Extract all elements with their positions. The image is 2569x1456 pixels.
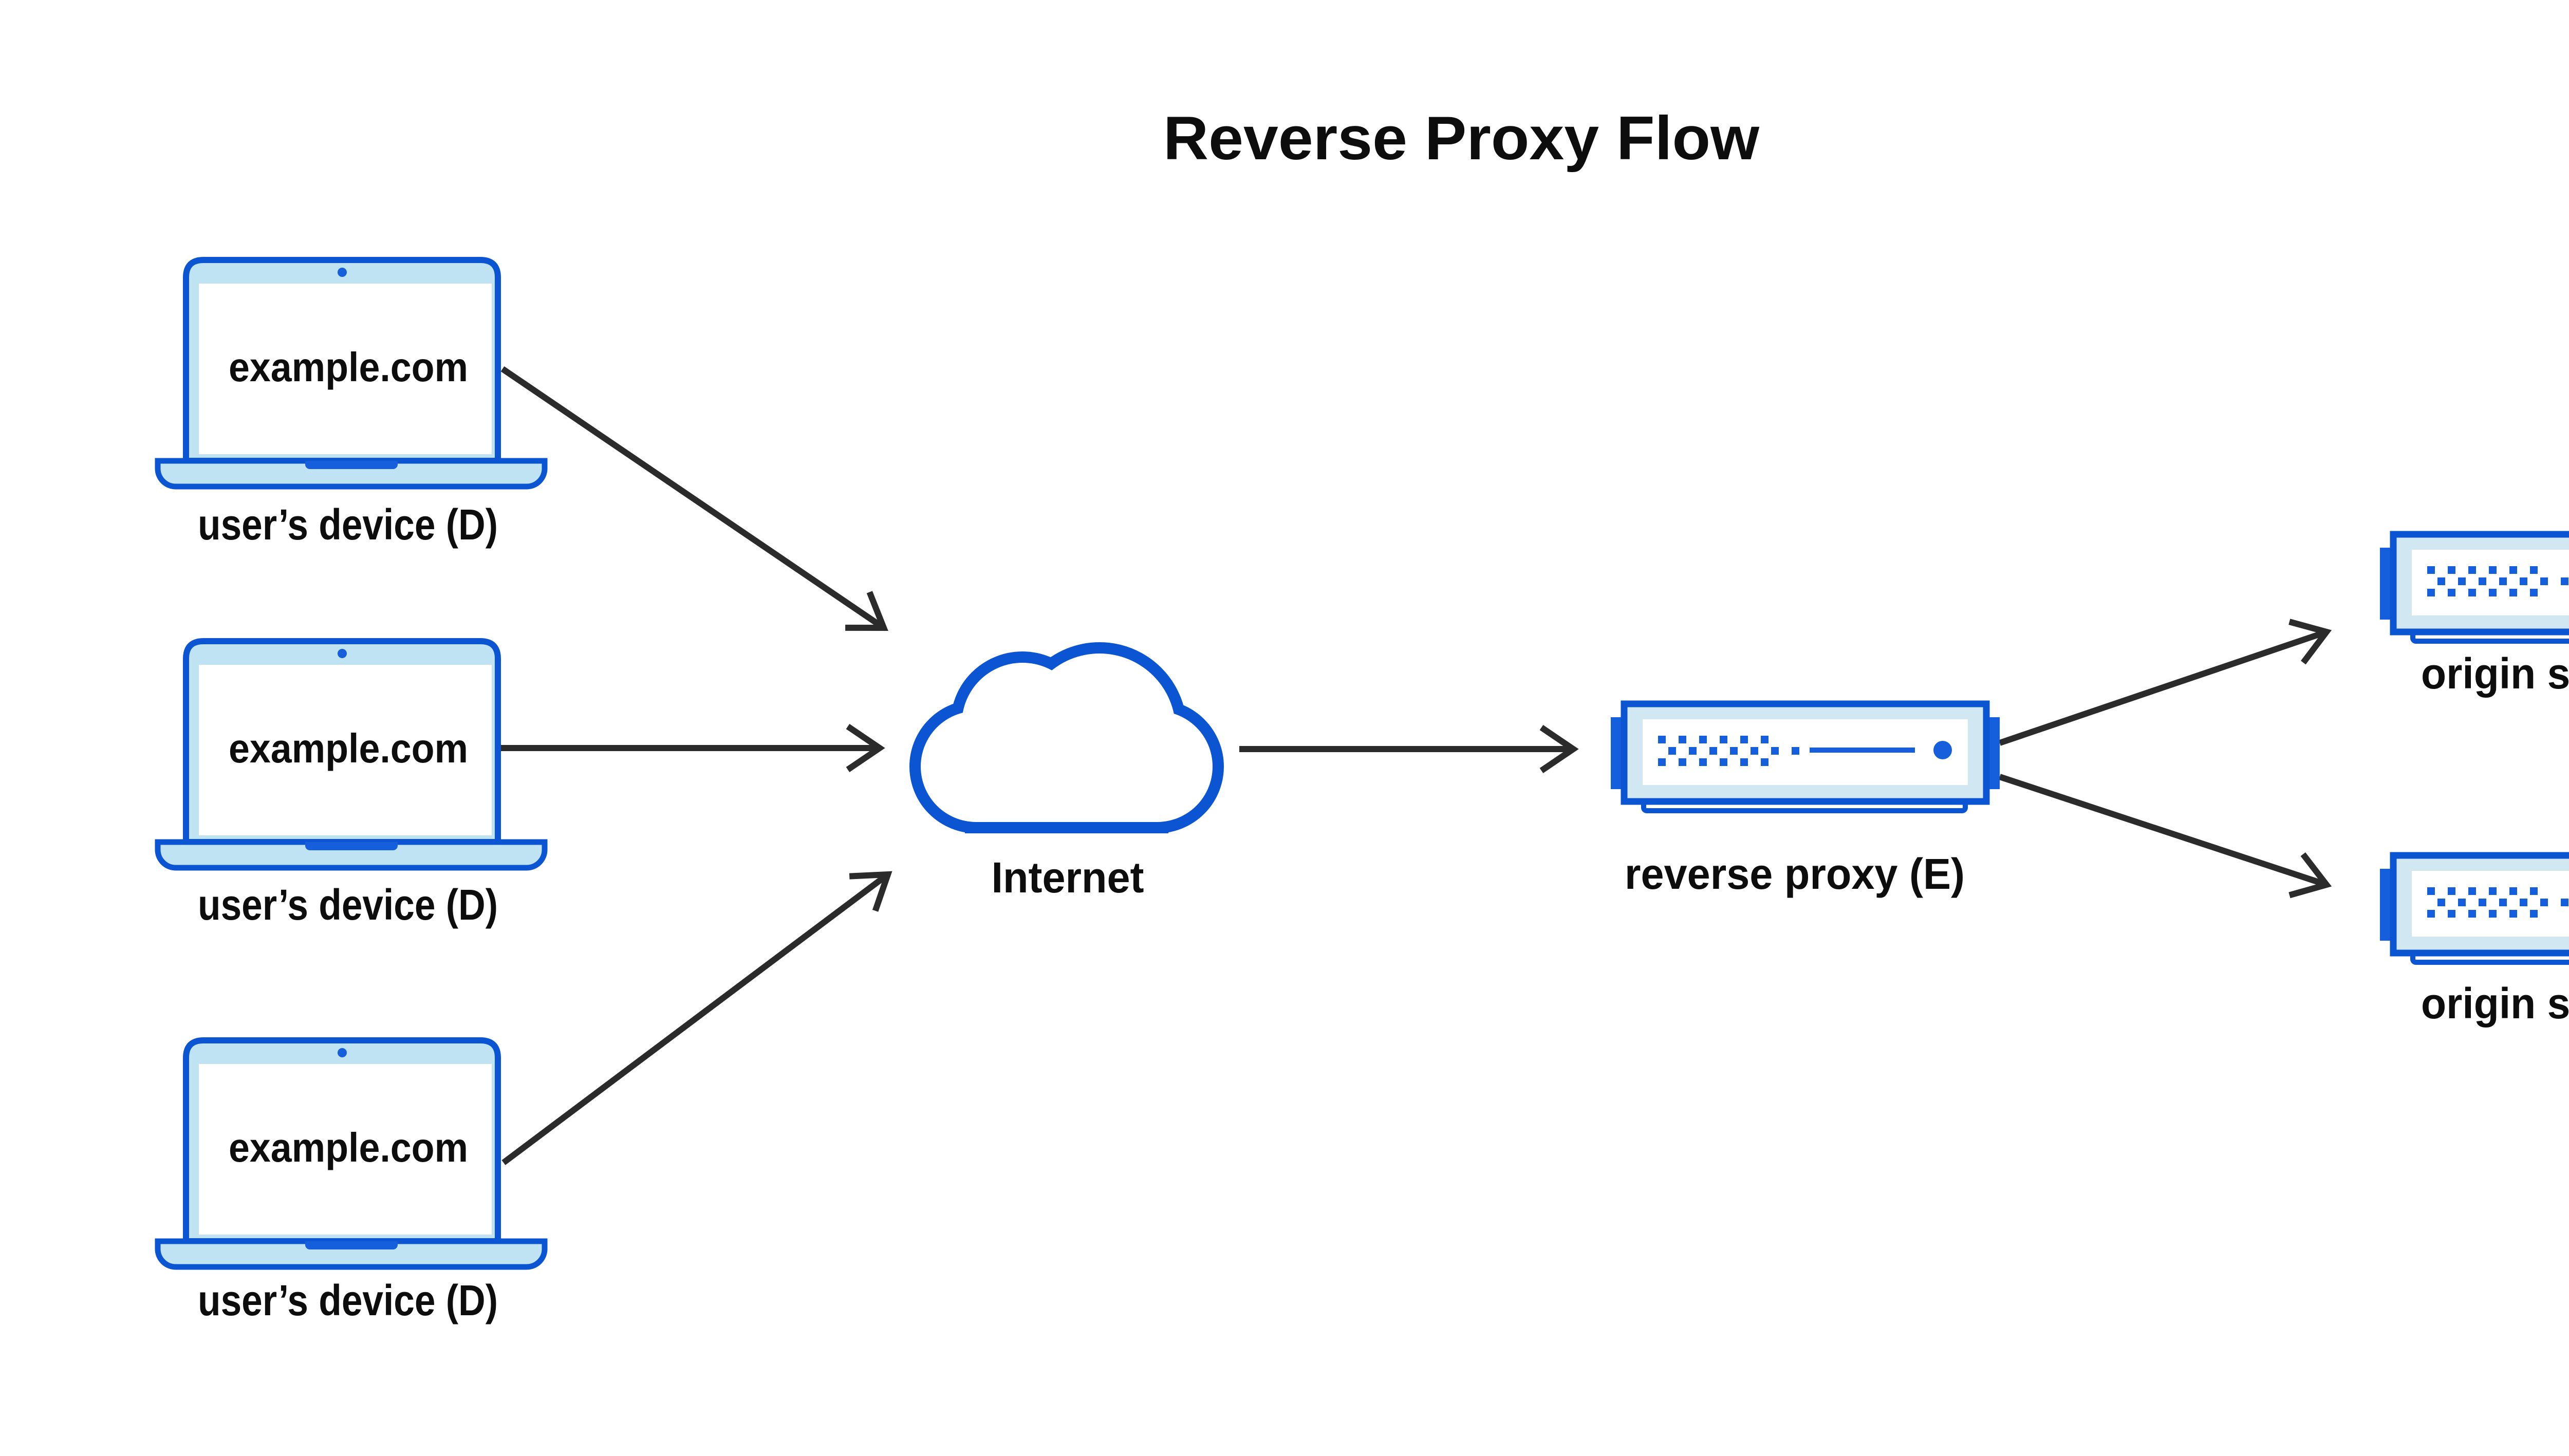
device-screen-url: example.com <box>229 725 468 771</box>
flow-arrows <box>500 366 2332 1165</box>
arrow-device3-to-internet <box>501 871 892 1165</box>
device-screen-url: example.com <box>229 344 468 390</box>
arrow-device1-to-internet <box>500 366 888 631</box>
arrow-proxy-to-origin2 <box>1999 774 2332 899</box>
device-label: user’s device (D) <box>198 500 498 549</box>
device-label: user’s device (D) <box>198 1276 498 1324</box>
server-icon <box>2380 855 2569 962</box>
diagram-title: Reverse Proxy Flow <box>1163 104 1760 173</box>
device-label: user’s device (D) <box>198 881 498 929</box>
origin-server-label: origin server (F) <box>2421 979 2569 1028</box>
cloud-icon <box>909 642 1224 833</box>
server-icon <box>2380 534 2569 641</box>
origin-server-label: origin server (F) <box>2421 649 2569 698</box>
reverse-proxy-label: reverse proxy (E) <box>1625 850 1965 898</box>
internet-label: Internet <box>992 853 1144 902</box>
arrow-proxy-to-origin1 <box>1999 619 2332 746</box>
device-screen-url: example.com <box>229 1125 468 1170</box>
server-icon <box>1611 704 2000 811</box>
